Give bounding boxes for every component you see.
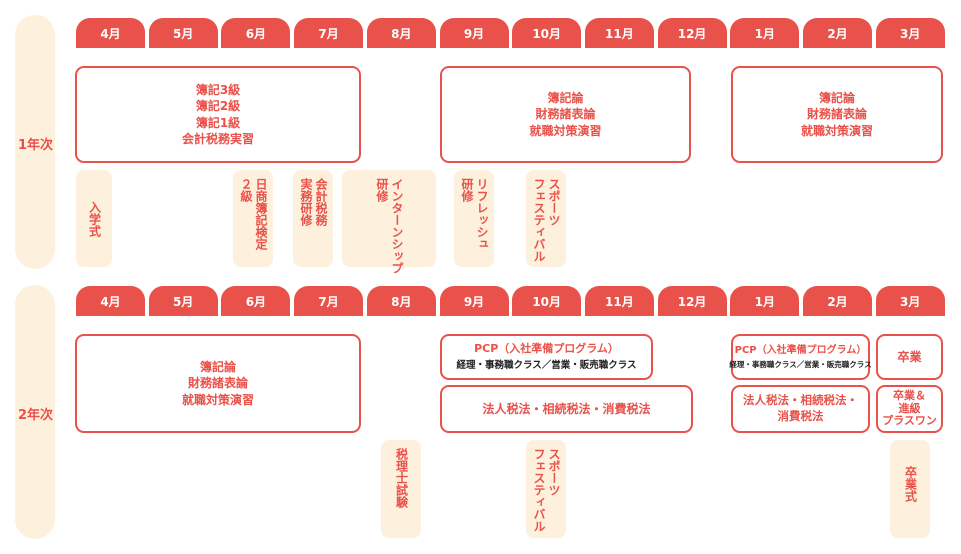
course-line: 財務諸表論 — [187, 376, 248, 391]
event-internship: インターンシップ 研修 — [342, 170, 436, 274]
event-label: 会計税務 実務研修 — [299, 178, 328, 226]
course-line: 簿記2級 — [195, 99, 241, 114]
event-label: スポーツ フェスティバル — [532, 448, 561, 532]
year1-course-box-sep-dec: 簿記論 財務諸表論 就職対策演習 — [440, 66, 691, 163]
year1-month-tab: 6月 — [221, 18, 291, 48]
year2-month-tab: 10月 — [512, 286, 582, 316]
event-label: インターンシップ 研修 — [375, 178, 404, 274]
year2-tax-box-sep-dec: 法人税法・相続税法・消費税法 — [440, 385, 693, 433]
year2-month-tab: 1月 — [730, 286, 800, 316]
year1-month-tab: 10月 — [512, 18, 582, 48]
year1-month-tab: 5月 — [148, 18, 218, 48]
year2-graduation-plus-box: 卒業＆ 進級 プラスワン — [876, 385, 943, 433]
year2-pcp-box-jan-feb: PCP（入社準備プログラム） 経理・事務職クラス／営業・販売職クラス — [729, 334, 872, 380]
event-graduation-ceremony: 卒業式 — [890, 440, 930, 538]
event-nissho-exam: 日商簿記検定 ２級 — [233, 170, 273, 267]
year2-month-tab: 3月 — [875, 286, 945, 316]
event-sports-festival-1: スポーツ フェスティバル — [526, 170, 566, 267]
year2-month-tab: 11月 — [584, 286, 654, 316]
year2-sidebar — [15, 285, 55, 539]
tax-line: 消費税法 — [777, 409, 824, 423]
year2-month-tab: 2月 — [803, 286, 872, 316]
year1-month-tab: 12月 — [657, 18, 727, 48]
tax-line: 法人税法・相続税法・ — [743, 393, 858, 408]
pcp-title: PCP（入社準備プログラム） — [734, 344, 867, 356]
event-label: 税理士試験 — [394, 448, 409, 508]
event-label: 卒業式 — [903, 466, 918, 502]
year2-month-tab: 4月 — [76, 286, 145, 316]
year2-month-tab: 7月 — [294, 286, 364, 316]
event-label: 日商簿記検定 ２級 — [239, 178, 268, 250]
course-line: 財務諸表論 — [806, 107, 867, 122]
year2-pcp-box-sep-nov: PCP（入社準備プログラム） 経理・事務職クラス／営業・販売職クラス — [440, 334, 653, 380]
year1-month-tab: 7月 — [294, 18, 364, 48]
event-zeirishi-exam: 税理士試験 — [381, 440, 421, 538]
course-line: 財務諸表論 — [535, 107, 596, 122]
course-line: 簿記論 — [199, 360, 236, 375]
year1-month-tab: 1月 — [730, 18, 800, 48]
course-line: 簿記1級 — [195, 115, 241, 130]
plus-line: プラスワン — [882, 414, 937, 428]
pcp-subtitle: 経理・事務職クラス／営業・販売職クラス — [456, 359, 637, 371]
course-line: 簿記論 — [547, 91, 584, 106]
year2-month-tab: 8月 — [366, 286, 436, 316]
course-line: 簿記3級 — [195, 83, 241, 98]
year1-month-tab: 11月 — [584, 18, 654, 48]
course-line: 会計税務実習 — [181, 131, 254, 146]
year1-month-tab: 2月 — [803, 18, 872, 48]
course-line: 簿記論 — [818, 91, 855, 106]
event-entrance-ceremony: 入学式 — [76, 170, 112, 267]
event-refresh-training: リフレッシュ 研修 — [454, 170, 494, 267]
pcp-subtitle: 経理・事務職クラス／営業・販売職クラス — [729, 360, 872, 370]
tax-label: 法人税法・相続税法・消費税法 — [482, 401, 651, 416]
year1-course-box-apr-jul: 簿記3級 簿記2級 簿記1級 会計税務実習 — [75, 66, 361, 163]
course-line: 就職対策演習 — [529, 123, 602, 138]
graduation-label: 卒業 — [897, 349, 922, 364]
course-line: 就職対策演習 — [800, 123, 873, 138]
year2-month-tab: 5月 — [148, 286, 218, 316]
year2-month-tab: 6月 — [221, 286, 291, 316]
year1-sidebar — [15, 15, 55, 269]
event-label: 入学式 — [87, 200, 102, 237]
event-label: スポーツ フェスティバル — [532, 178, 561, 262]
year1-course-box-jan-mar: 簿記論 財務諸表論 就職対策演習 — [731, 66, 943, 163]
year2-month-tab: 9月 — [439, 286, 509, 316]
year1-month-tab: 4月 — [76, 18, 145, 48]
year2-tax-box-jan-feb: 法人税法・相続税法・ 消費税法 — [731, 385, 870, 433]
plus-line: 進級 — [898, 401, 921, 415]
plus-line: 卒業＆ — [893, 389, 926, 403]
year2-month-tab: 12月 — [657, 286, 727, 316]
year2-graduation-box: 卒業 — [876, 334, 943, 380]
year2-course-box-apr-jul: 簿記論 財務諸表論 就職対策演習 — [75, 334, 361, 433]
event-accounting-training: 会計税務 実務研修 — [293, 170, 333, 267]
year1-month-tab: 9月 — [439, 18, 509, 48]
event-label: リフレッシュ 研修 — [460, 178, 489, 250]
event-sports-festival-2: スポーツ フェスティバル — [526, 440, 566, 538]
pcp-title: PCP（入社準備プログラム） — [474, 341, 619, 355]
year1-label: 1年次 — [18, 138, 54, 153]
course-line: 就職対策演習 — [181, 392, 254, 407]
year2-label: 2年次 — [18, 408, 54, 423]
year1-month-tab: 3月 — [875, 18, 945, 48]
year1-month-tab: 8月 — [366, 18, 436, 48]
